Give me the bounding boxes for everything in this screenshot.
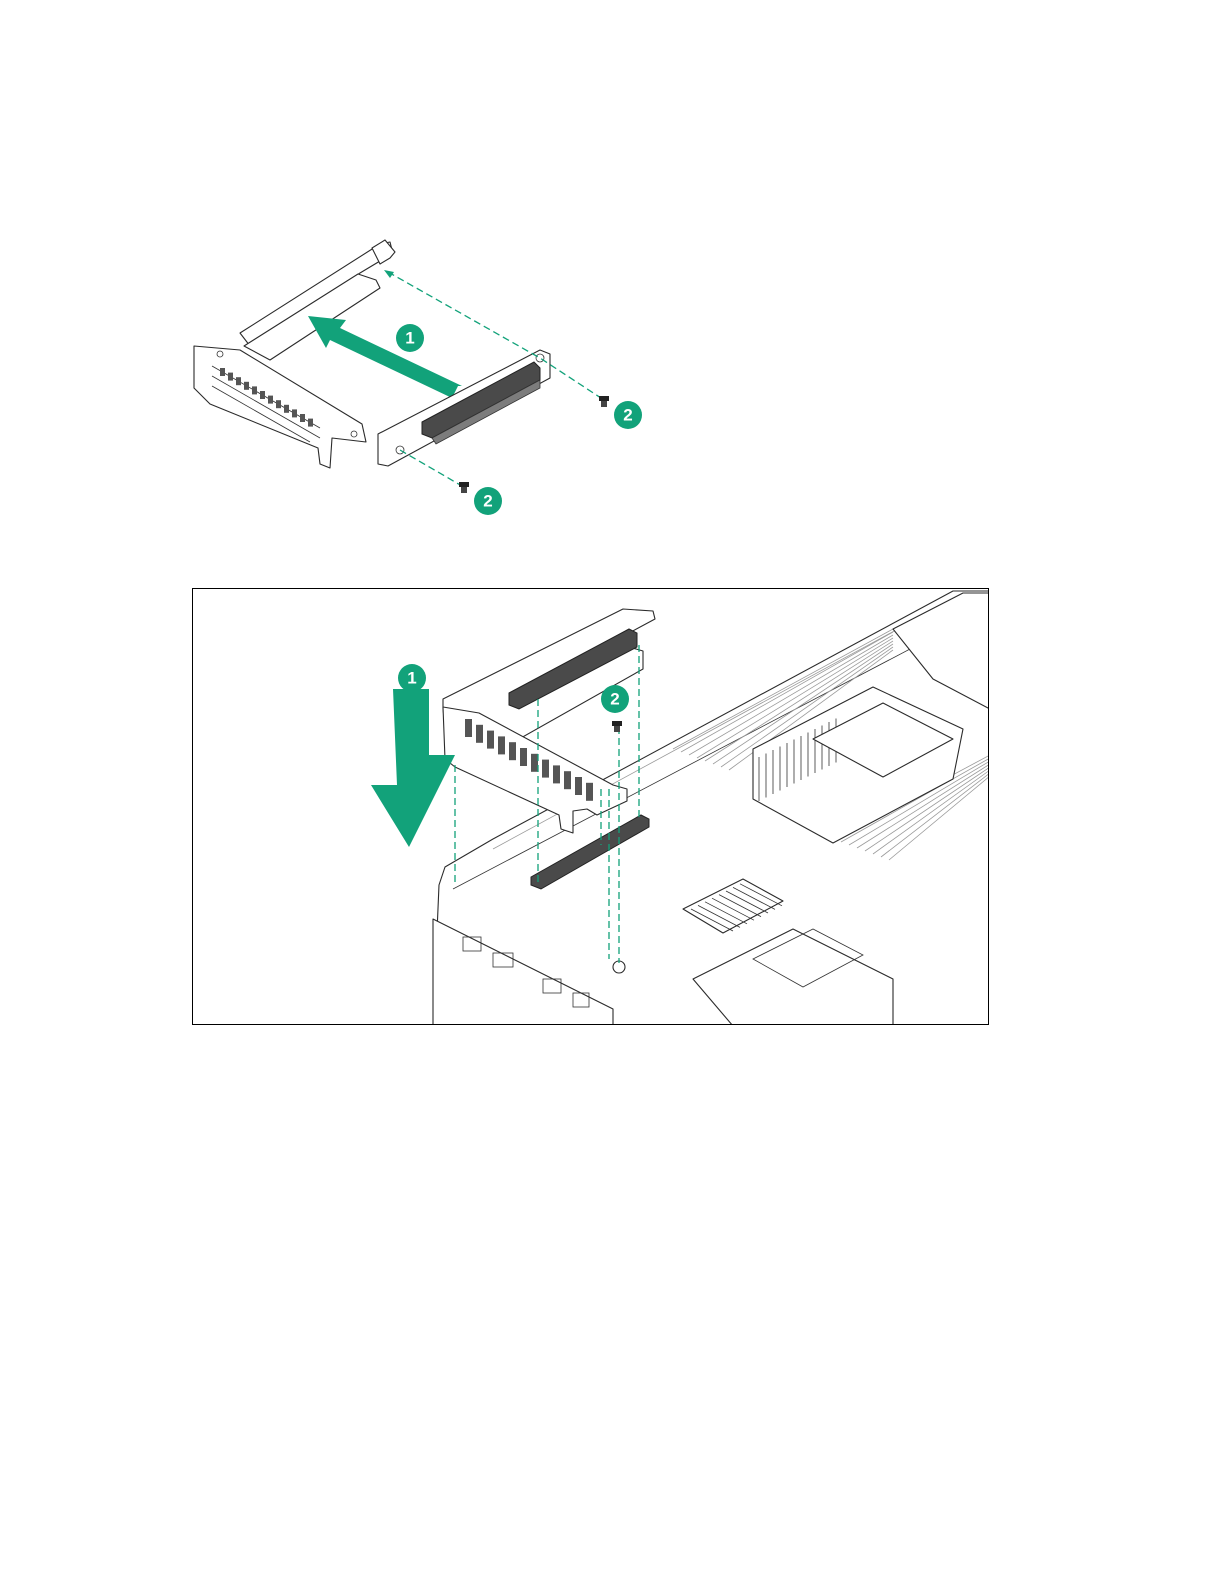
svg-text:1: 1 xyxy=(407,669,416,688)
riser-cage-install-illustration: 1 2 xyxy=(192,588,989,1025)
screw xyxy=(599,396,609,407)
screw xyxy=(459,482,469,493)
svg-text:2: 2 xyxy=(610,690,619,709)
insert-arrow xyxy=(371,689,455,847)
riser-cage-drawing: 1 2 2 xyxy=(180,228,660,528)
screw-guide-line xyxy=(400,450,462,486)
step-callout-1: 1 xyxy=(398,664,426,692)
screw xyxy=(612,721,622,732)
step-callout-1: 1 xyxy=(396,324,424,352)
step-callout-2: 2 xyxy=(614,401,642,429)
guide-arrowhead xyxy=(384,270,394,278)
riser-cage-assembly-illustration: 1 2 2 xyxy=(180,228,660,528)
insert-arrow xyxy=(308,316,462,398)
riser-slot-connector xyxy=(422,362,540,438)
svg-text:1: 1 xyxy=(405,329,414,348)
step-callout-2: 2 xyxy=(474,487,502,515)
step-callout-2: 2 xyxy=(601,685,629,713)
svg-text:2: 2 xyxy=(623,406,632,425)
chassis-drawing: 1 2 xyxy=(193,589,989,1025)
svg-text:2: 2 xyxy=(483,492,492,511)
chassis-outline xyxy=(433,591,989,1025)
